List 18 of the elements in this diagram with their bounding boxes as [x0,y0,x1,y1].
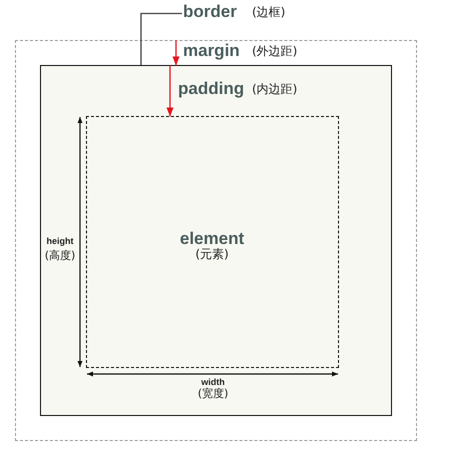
leader-line [140,12,182,65]
dimension-label: width [201,377,225,388]
term-label: element [180,229,244,248]
arrow [166,66,174,116]
element-box [86,116,339,368]
term-label: margin [183,41,240,61]
translation-label: (宽度) [198,388,228,401]
translation-label: (内边距) [252,83,298,97]
term-label: border [183,2,237,22]
dimension-label: height [46,236,74,246]
translation-label: (边框) [252,6,286,20]
translation-label: (元素) [195,248,229,262]
translation-label: (高度) [44,250,76,263]
margin-box [15,40,417,441]
term-label: padding [178,79,244,99]
translation-label: (外边距) [252,45,298,59]
arrow [172,40,180,66]
border-box [40,65,392,416]
